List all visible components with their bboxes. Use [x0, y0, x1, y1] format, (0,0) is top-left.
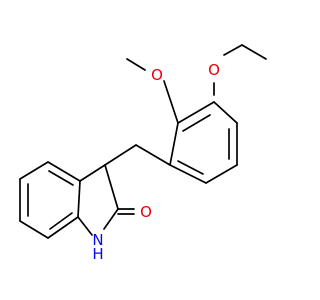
- atom-nitrogen-amide: N: [92, 231, 103, 249]
- atom-oxygen-carbonyl: O: [140, 203, 152, 221]
- bond-ring1-double-1: [182, 114, 211, 132]
- bond-ring1-b: [213, 101, 238, 124]
- atom-oxygen-ethoxy: O: [208, 61, 220, 79]
- atom-oxygen-methoxy: O: [151, 66, 163, 84]
- bond-ring2-b: [19, 161, 49, 180]
- bond-c2-n: [103, 208, 119, 230]
- bond-ring1-a: [177, 101, 215, 124]
- molecule-structure: O O O N H: [19, 44, 267, 263]
- atom-hydrogen-amide: H: [92, 245, 103, 263]
- atom-labels: O O O N H: [92, 61, 220, 263]
- bond-c3-c2: [104, 164, 119, 210]
- bond-ring1-d: [205, 164, 238, 184]
- bond-ring2-e: [47, 216, 79, 239]
- bond-ring1-f: [169, 122, 179, 166]
- bond-lines: [19, 44, 267, 239]
- bond-bridge-ring: [135, 144, 171, 166]
- bond-methoxy-ch3-o: [126, 58, 146, 71]
- bond-ring2-a: [47, 161, 81, 182]
- bond-n-c7a: [77, 216, 93, 236]
- bond-ring2-d: [19, 220, 49, 239]
- bond-c3a-c7a: [77, 180, 81, 218]
- bond-ring2-double-1: [48, 170, 74, 186]
- bond-c3-c3a: [79, 164, 106, 182]
- bond-ring2-double-3: [49, 212, 73, 230]
- bond-methoxy-o-ring: [163, 80, 179, 124]
- bond-ethyl-ch2-o: [223, 44, 243, 56]
- bond-ring1-double-3: [177, 160, 204, 175]
- bond-bridge-c3: [104, 144, 137, 166]
- bond-ring1-e: [169, 164, 207, 184]
- bond-ethyl-ch3-ch2: [241, 44, 267, 60]
